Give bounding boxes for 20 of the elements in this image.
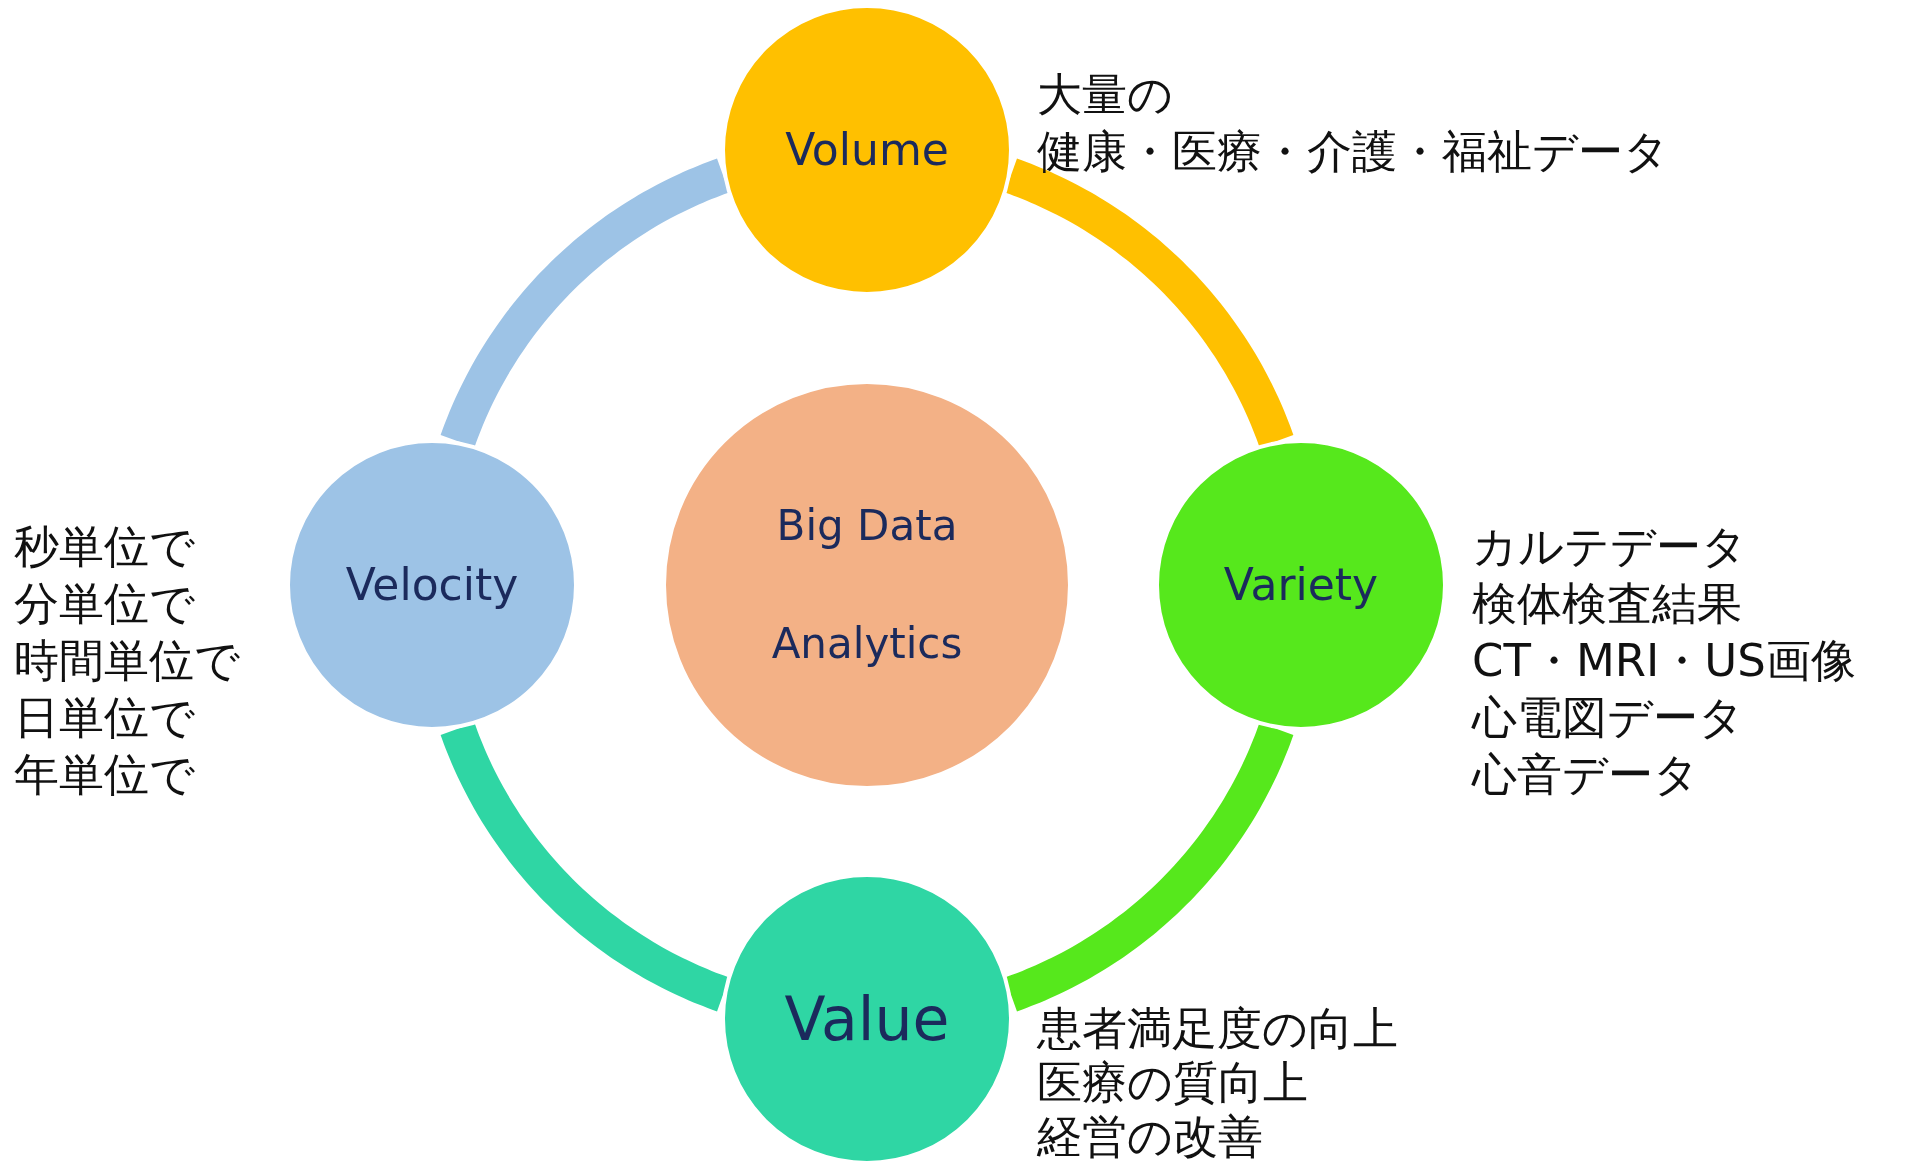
node-label: Velocity (345, 558, 519, 612)
annotation-text: CT・MRI・US画像 (1472, 633, 1856, 689)
node-label: Value (784, 983, 950, 1055)
annotation-text: 大量の (1037, 67, 1173, 123)
node-label: Volume (785, 123, 949, 177)
node-label: Variety (1223, 558, 1379, 612)
node-label: Big Data Analytics (770, 500, 964, 670)
annotation-text: 医療の質向上 (1037, 1056, 1308, 1110)
annotation-text: 心電図データ (1472, 690, 1744, 746)
annotation-text: 秒単位で (14, 519, 195, 575)
annotation-text: 経営の改善 (1037, 1110, 1263, 1164)
annotation-text: 患者満足度の向上 (1037, 1002, 1398, 1056)
annotation-text: 検体検査結果 (1472, 576, 1742, 632)
annotation-text: カルテデータ (1472, 519, 1747, 575)
annotation-text: 健康・医療・介護・福祉データ (1037, 124, 1669, 180)
annotation-text: 心音データ (1472, 747, 1699, 803)
annotation-text: 日単位で (14, 690, 195, 746)
annotation-text: 年単位で (14, 747, 195, 803)
annotation-text: 分単位で (14, 576, 195, 632)
annotation-text: 時間単位で (14, 633, 240, 689)
